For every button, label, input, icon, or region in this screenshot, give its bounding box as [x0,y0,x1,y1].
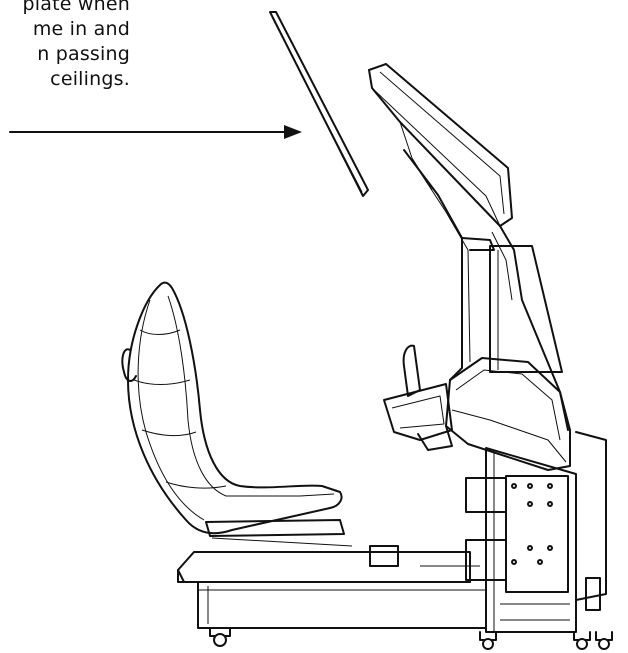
upper-frame [403,149,569,431]
note-text: plate when me in and n passing ceilings. [0,0,130,92]
note-line-4: ceilings. [50,68,130,90]
base-platform [177,545,487,629]
note-line-1: plate when [22,0,130,15]
rear-cabinet [465,431,607,633]
seat [121,281,353,547]
marquee-hood [368,63,513,227]
leveling-feet [209,627,613,650]
leader-arrow [9,125,302,139]
note-line-3: n passing [37,43,130,65]
control-panel [383,344,571,471]
note-line-2: me in and [32,18,130,40]
marquee-plate [269,11,369,197]
